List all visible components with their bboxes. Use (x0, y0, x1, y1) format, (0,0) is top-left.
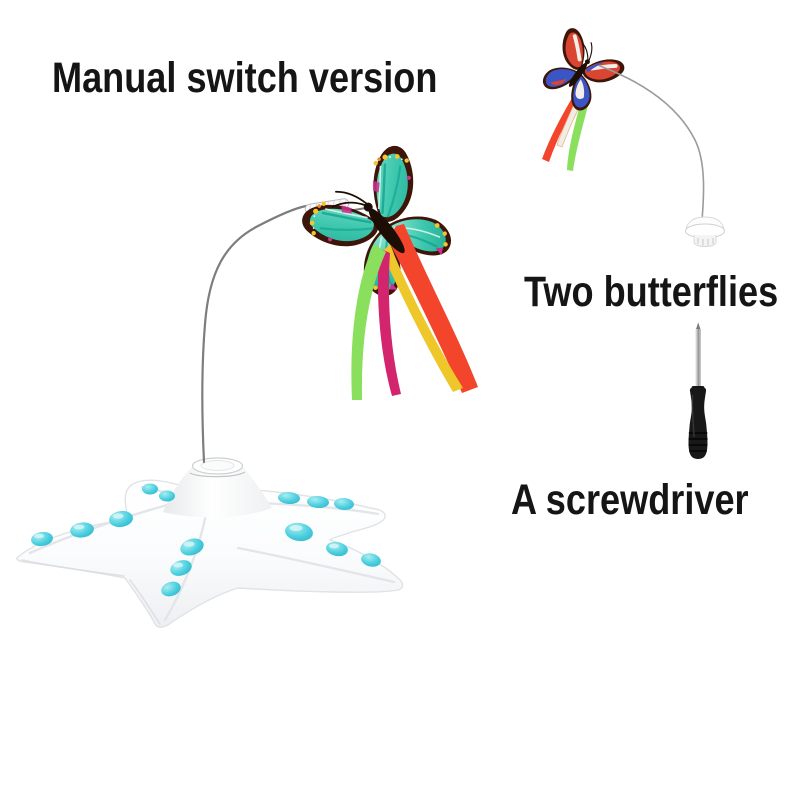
ribbon-yellow (382, 244, 463, 392)
wand-wire (201, 204, 308, 464)
spare-mount (685, 216, 725, 248)
ribbon-red (388, 224, 478, 393)
screwdriver-handle (688, 387, 708, 459)
base-cone (163, 466, 272, 518)
ribbon-streamers (351, 224, 478, 400)
screwdriver-label: A screwdriver (511, 476, 749, 524)
spare-butterfly-image (542, 28, 725, 248)
handle-grip-ridges (688, 432, 708, 452)
spare-wire (599, 65, 705, 221)
starfish-body (16, 479, 404, 628)
ribbon-green (351, 244, 386, 400)
ribbon-magenta (377, 248, 401, 396)
spare-ribbon-green (567, 98, 589, 171)
two-butterflies-label: Two butterflies (524, 268, 779, 316)
bump-highlights (34, 513, 339, 568)
main-toy-image (16, 140, 478, 628)
cone-seam (189, 471, 246, 478)
screwdriver-image (688, 322, 708, 459)
mount-notches (697, 238, 714, 246)
title-label: Manual switch version (52, 54, 438, 102)
spare-antennae (581, 42, 593, 62)
spare-butterfly (542, 28, 625, 111)
starfish-underside-shading (21, 559, 161, 625)
main-butterfly-body (331, 190, 405, 254)
handle-highlight (691, 394, 695, 438)
antennae (331, 190, 369, 208)
starfish-base (16, 457, 404, 628)
spindle-inner-ring (200, 460, 235, 471)
